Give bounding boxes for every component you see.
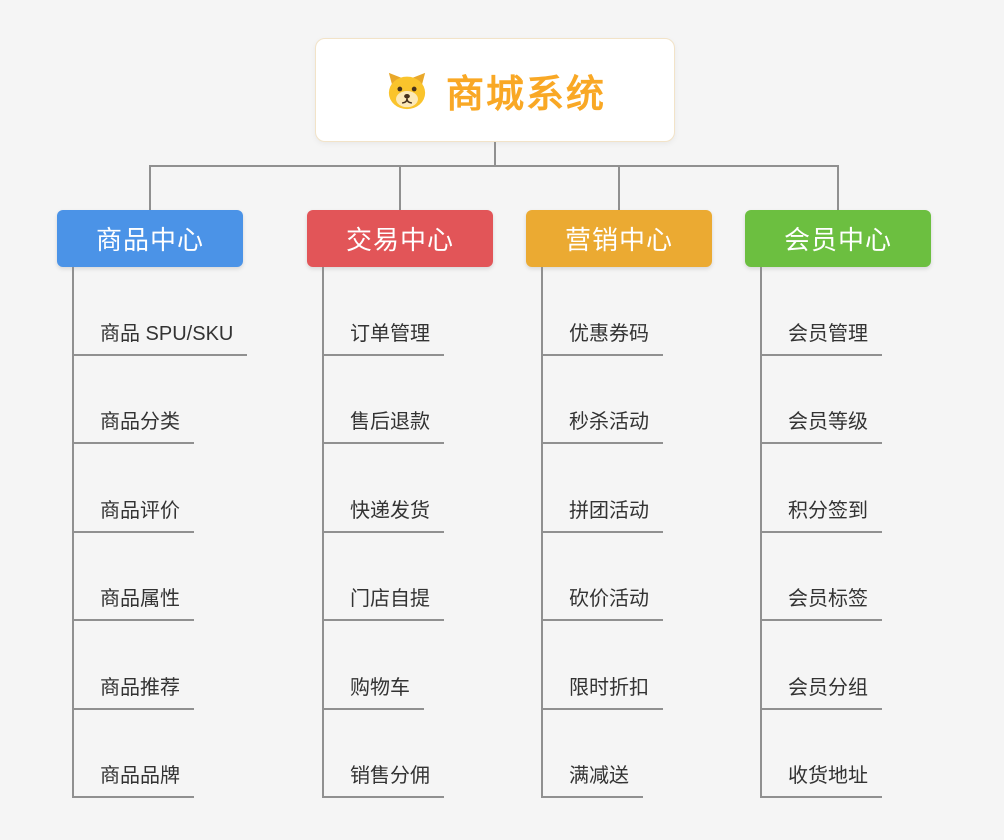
- tree-item[interactable]: 商品 SPU/SKU: [72, 320, 248, 356]
- tree-item[interactable]: 商品评价: [72, 497, 194, 533]
- connector-drop-marketing: [618, 165, 620, 210]
- tree-item[interactable]: 满减送: [541, 762, 643, 798]
- tree-item[interactable]: 会员等级: [760, 408, 882, 444]
- tree-item[interactable]: 积分签到: [760, 497, 882, 533]
- dog-icon: [384, 69, 430, 111]
- tree-item[interactable]: 商品推荐: [72, 674, 194, 710]
- connector-root-vertical: [494, 142, 496, 167]
- branch-product-center: 商品中心 商品 SPU/SKU 商品分类 商品评价 商品属性 商品推荐 商品品牌: [57, 210, 307, 810]
- tree-item[interactable]: 秒杀活动: [541, 408, 663, 444]
- branch-trade-center: 交易中心 订单管理 售后退款 快递发货 门店自提 购物车 销售分佣: [307, 210, 557, 810]
- connector-drop-trade: [399, 165, 401, 210]
- tree-item[interactable]: 售后退款: [322, 408, 444, 444]
- root-title: 商城系统: [445, 73, 606, 116]
- connector-drop-product: [149, 165, 151, 210]
- tree-item[interactable]: 收货地址: [760, 762, 882, 798]
- connector-drop-member: [837, 165, 839, 210]
- tree-item[interactable]: 快递发货: [322, 497, 444, 533]
- tree-item[interactable]: 订单管理: [322, 320, 444, 356]
- tree-item[interactable]: 限时折扣: [541, 674, 663, 710]
- tree-item[interactable]: 会员分组: [760, 674, 882, 710]
- tree-item[interactable]: 商品属性: [72, 585, 194, 621]
- tree-item[interactable]: 销售分佣: [322, 762, 444, 798]
- tree-item[interactable]: 门店自提: [322, 585, 444, 621]
- root-node[interactable]: 商城系统: [315, 38, 675, 142]
- branch-node-member-center[interactable]: 会员中心: [745, 210, 931, 267]
- tree-item[interactable]: 拼团活动: [541, 497, 663, 533]
- tree-item[interactable]: 商品分类: [72, 408, 194, 444]
- tree-item[interactable]: 会员标签: [760, 585, 882, 621]
- tree-item[interactable]: 商品品牌: [72, 762, 194, 798]
- tree-item[interactable]: 砍价活动: [541, 585, 663, 621]
- tree-item[interactable]: 会员管理: [760, 320, 882, 356]
- connector-horizontal: [149, 165, 839, 167]
- branch-node-marketing-center[interactable]: 营销中心: [526, 210, 712, 267]
- tree-item[interactable]: 优惠券码: [541, 320, 663, 356]
- tree-item[interactable]: 购物车: [322, 674, 424, 710]
- branch-member-center: 会员中心 会员管理 会员等级 积分签到 会员标签 会员分组 收货地址: [745, 210, 995, 810]
- branch-node-product-center[interactable]: 商品中心: [57, 210, 243, 267]
- branch-node-trade-center[interactable]: 交易中心: [307, 210, 493, 267]
- branch-marketing-center: 营销中心 优惠券码 秒杀活动 拼团活动 砍价活动 限时折扣 满减送: [526, 210, 776, 810]
